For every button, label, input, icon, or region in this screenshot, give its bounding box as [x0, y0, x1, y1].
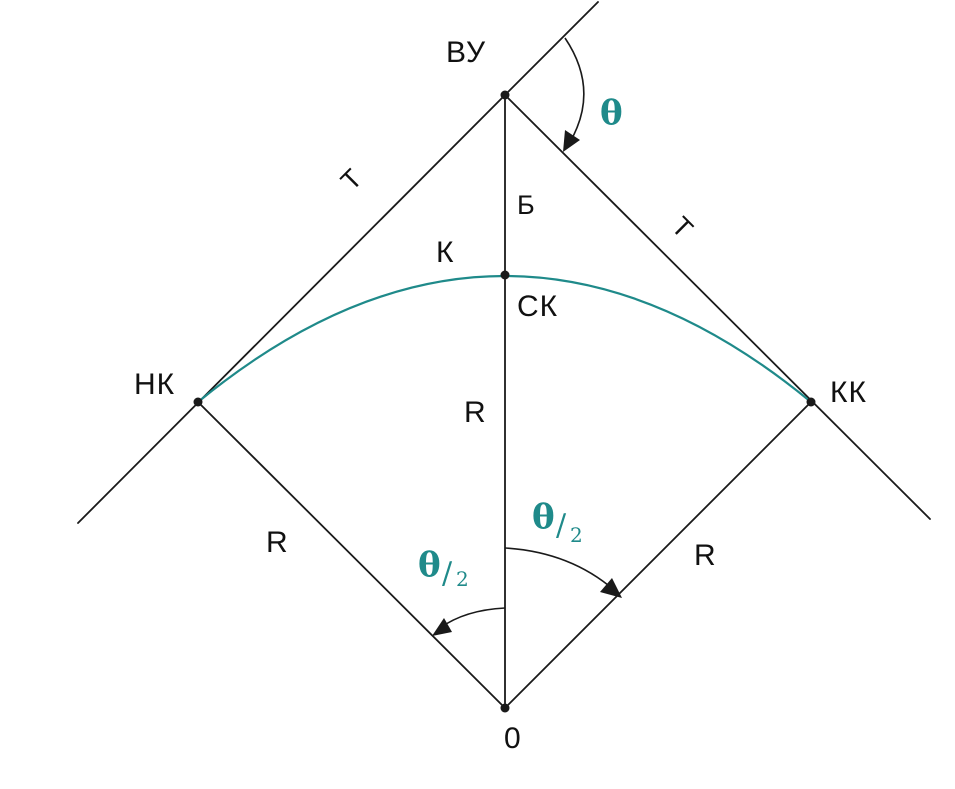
curve-length-label: К [436, 236, 454, 269]
half-angle-left-denominator: 2 [456, 567, 469, 591]
half-angle-right-arc [504, 547, 615, 591]
half-angle-left-symbol: θ [418, 545, 441, 585]
half-angle-right-symbol: θ [532, 497, 555, 537]
vertex-label: ВУ [446, 36, 486, 69]
radius-line-left [197, 401, 506, 709]
radius-left-label: R [266, 526, 289, 559]
tangent-left-label: Т [335, 163, 368, 196]
curve-midpoint [500, 270, 510, 280]
half-angle-left-slash: / [442, 556, 453, 591]
half-angle-left-arrowhead [432, 618, 452, 636]
center-point [500, 703, 510, 713]
curve-midpoint-label: СК [517, 290, 558, 323]
curve-start-point [193, 397, 203, 407]
radius-line-right [504, 401, 812, 709]
half-angle-left-arc [439, 607, 506, 629]
half-angle-right-label: θ / 2 [532, 497, 583, 547]
center-label: 0 [504, 722, 522, 755]
half-angle-right-slash: / [556, 508, 567, 543]
deflection-angle-label: θ [600, 93, 623, 133]
deflection-angle-arc [564, 37, 585, 143]
deflection-angle-arrowhead [563, 130, 580, 152]
curve-start-label: НК [134, 368, 175, 401]
bisector-label: Б [517, 190, 535, 220]
tangent-line-left [77, 94, 506, 524]
half-angle-right-arrowhead [600, 578, 622, 598]
tangent-right-label: Т [666, 211, 699, 244]
half-angle-left-label: θ / 2 [418, 545, 469, 591]
radius-right-label: R [694, 539, 717, 572]
tangent-line-left-extension [504, 1, 599, 96]
curve-end-label: КК [830, 376, 867, 409]
half-angle-right-denominator: 2 [570, 523, 583, 547]
curve-end-point [806, 397, 816, 407]
vertex-point [500, 90, 510, 100]
radius-mid-label: R [464, 396, 487, 429]
tangent-line-right [504, 94, 931, 520]
